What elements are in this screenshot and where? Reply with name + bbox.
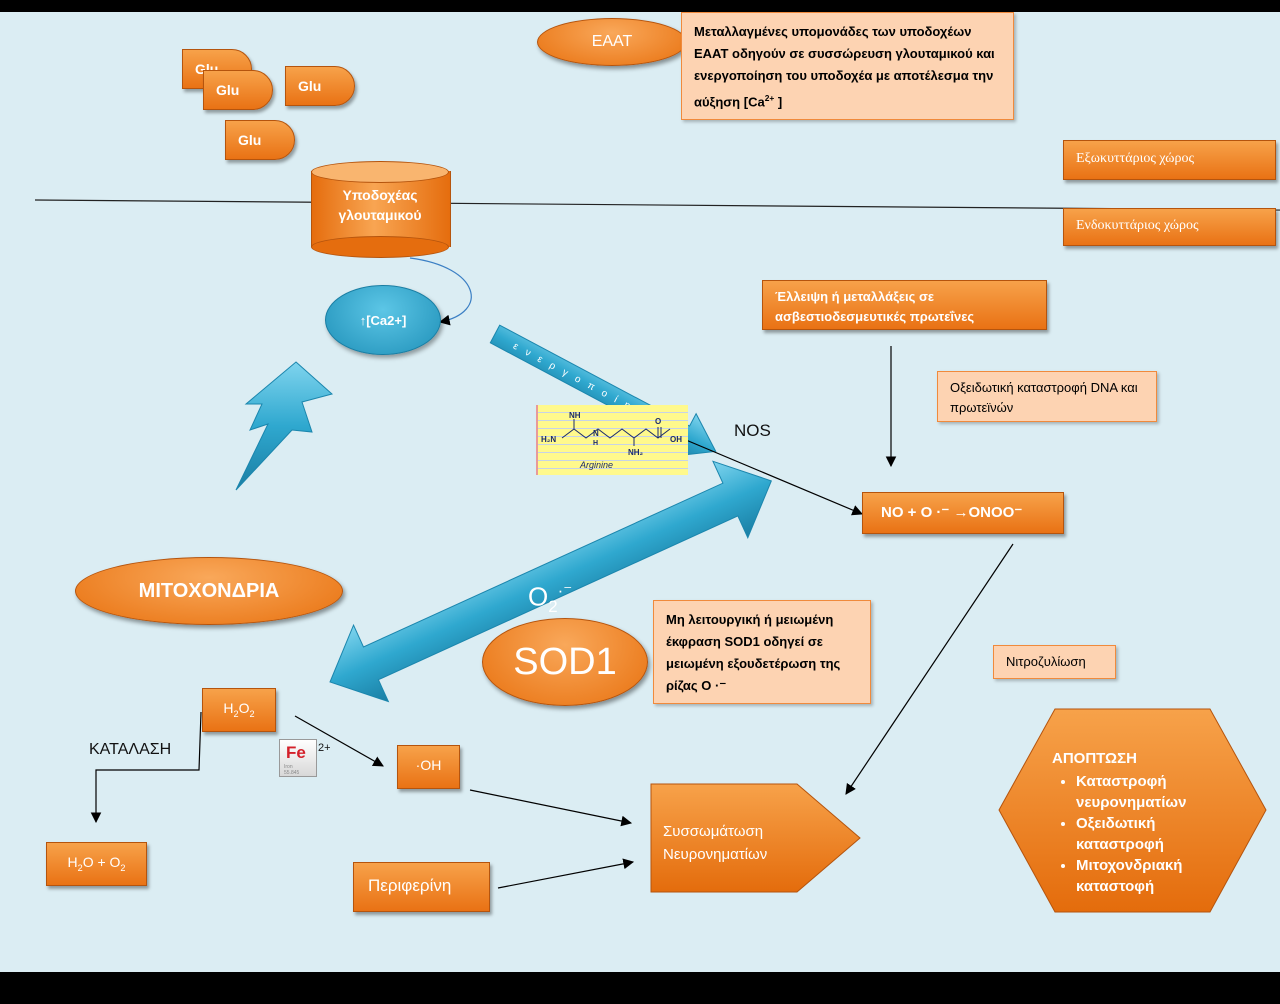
glu-molecule: Glu [203, 70, 273, 110]
sod1-note-box: Μη λειτουργική ή μειωμένη έκφραση SOD1 ο… [653, 600, 871, 704]
apoptosis-item: Μιτοχονδριακή καταστοφή [1076, 855, 1237, 897]
nitration-label: Νιτροζυλίωση [1006, 654, 1086, 669]
extracellular-label: Εξωκυττάριος χώρος [1076, 151, 1195, 166]
apoptosis-item: Οξειδωτική καταστροφή [1076, 813, 1237, 855]
eaat-note-sup: 2+ [764, 93, 775, 103]
sod1-note-label: Μη λειτουργική ή μειωμένη έκφραση SOD1 ο… [666, 612, 841, 693]
arginine-oh: OH [670, 435, 682, 444]
h2o2-sub1: 2 [233, 708, 239, 719]
h2o2-o: O [238, 700, 250, 716]
water-o: O + O [82, 854, 121, 870]
arginine-n: N [593, 429, 599, 438]
iron-name: Iron [284, 764, 293, 770]
calcium-oval: ↑[Ca2+] [325, 285, 441, 355]
arginine-label: Arginine [579, 460, 613, 470]
water-h: H [67, 854, 78, 870]
calcium-proteins-box: Έλλειψη ή μεταλλάξεις σε ασβεστιοδεσμευτ… [762, 280, 1047, 330]
arrow-onoo-to-aggregation [845, 543, 1014, 795]
glu-label: Glu [298, 78, 322, 94]
arginine-o: O [655, 417, 661, 426]
hydroxyl-box: ·OH [397, 745, 460, 789]
eaat-oval: EAAT [537, 18, 687, 66]
intracellular-label: Ενδοκυττάριος χώρος [1076, 218, 1199, 233]
water-sub2: 2 [120, 862, 126, 873]
apoptosis-content: ΑΠΟΠΤΩΣΗ Καταστροφή νευρονηματίων Οξειδω… [1052, 748, 1237, 897]
glu-label: Glu [216, 82, 240, 98]
extracellular-label-box: Εξωκυττάριος χώρος [1063, 140, 1276, 180]
peroxynitrite-box: NO + O ·⁻ →ONOO⁻ [862, 492, 1064, 534]
iron-symbol: Fe [286, 743, 306, 762]
hydroxyl-label: ·OH [415, 757, 442, 773]
glu-label: Glu [238, 132, 262, 148]
sod1-label: SOD1 [513, 640, 617, 683]
arrow-peripherin-to-aggregation [497, 858, 635, 889]
arginine-h: H [593, 440, 598, 447]
h2o2-box: H2O2 [202, 688, 276, 732]
apoptosis-title: ΑΠΟΠΤΩΣΗ [1052, 750, 1137, 767]
arginine-nh-top: NH [569, 411, 581, 420]
mitochondria-label: ΜΙΤΟΧΟΝΔΡΙΑ [138, 579, 280, 602]
water-sub1: 2 [77, 862, 83, 873]
iron-element-tile: Fe Iron 55.845 [279, 739, 317, 777]
nos-label: NOS [734, 421, 771, 440]
iron-charge: 2+ [318, 742, 331, 754]
arginine-molecule-icon: H₂N NH N H OH O NH₂ Arginine [541, 411, 682, 470]
catalase-elbow-arrow [90, 711, 202, 824]
calcium-label: ↑[Ca2+] [359, 312, 407, 328]
apoptosis-item: Καταστροφή νευρονηματίων [1076, 771, 1237, 813]
intracellular-label-box: Ενδοκυττάριος χώρος [1063, 208, 1276, 246]
arginine-h2n: H₂N [541, 435, 556, 444]
arrow-h2o2-to-oh [294, 715, 384, 767]
superoxide-double-arrow [329, 460, 772, 703]
lightning-bolt-icon [235, 361, 334, 491]
receptor-label: Υποδοχέας γλουταμικού [338, 187, 422, 223]
eaat-note-end: ] [774, 94, 783, 110]
superoxide-sup: ·⁻ [557, 581, 573, 600]
peripherin-box: Περιφερίνη [353, 862, 490, 912]
mitochondria-oval: ΜΙΤΟΧΟΝΔΡΙΑ [75, 557, 343, 625]
aggregation-shape [650, 783, 861, 893]
catalase-label: ΚΑΤΑΛΑΣΗ [89, 741, 172, 758]
water-oxygen-box: H2O + O2 [46, 842, 147, 886]
glutamate-receptor: Υποδοχέας γλουταμικού [311, 161, 451, 258]
peroxynitrite-label: NO + O ·⁻ →ONOO⁻ [881, 504, 1023, 521]
arrow-oh-to-aggregation [469, 789, 633, 827]
diagram-canvas: ενεργοποίηση Glu Glu Glu Glu EAAT Μεταλλ [0, 12, 1280, 972]
aggregation-label: Συσσωμάτωση Νευρονηματίων [663, 823, 768, 863]
calcium-proteins-label: Έλλειψη ή μεταλλάξεις σε ασβεστιοδεσμευτ… [775, 289, 975, 324]
sod1-oval: SOD1 [482, 618, 648, 706]
eaat-label: EAAT [591, 33, 633, 50]
glu-molecule: Glu [225, 120, 295, 160]
eaat-note-text: Μεταλλαγμένες υπομονάδες των υποδοχέων E… [694, 24, 995, 110]
arrow-arginine-to-onoo [685, 439, 863, 516]
superoxide-sub: 2 [548, 596, 558, 616]
oxidative-dna-box: Οξειδωτική καταστροφή DNA και πρωτεϊνών [937, 371, 1157, 422]
apoptosis-list: Καταστροφή νευρονηματίων Οξειδωτική κατα… [1052, 771, 1237, 897]
arginine-nh2: NH₂ [628, 448, 644, 457]
arginine-structure-note: H₂N NH N H OH O NH₂ Arginine [536, 405, 688, 475]
superoxide-label: O2·⁻ [528, 580, 572, 617]
receptor-calcium-curve [409, 257, 472, 326]
superoxide-base: O [528, 581, 549, 612]
apoptosis-hexagon [998, 708, 1267, 913]
eaat-note: Μεταλλαγμένες υπομονάδες των υποδοχέων E… [681, 12, 1014, 120]
nitration-box: Νιτροζυλίωση [993, 645, 1116, 679]
iron-mass: 55.845 [284, 770, 300, 776]
h2o2-h: H [223, 700, 234, 716]
peripherin-label: Περιφερίνη [368, 876, 452, 895]
h2o2-sub2: 2 [249, 708, 255, 719]
glu-molecule: Glu [285, 66, 355, 106]
oxidative-dna-label: Οξειδωτική καταστροφή DNA και πρωτεϊνών [950, 380, 1138, 415]
